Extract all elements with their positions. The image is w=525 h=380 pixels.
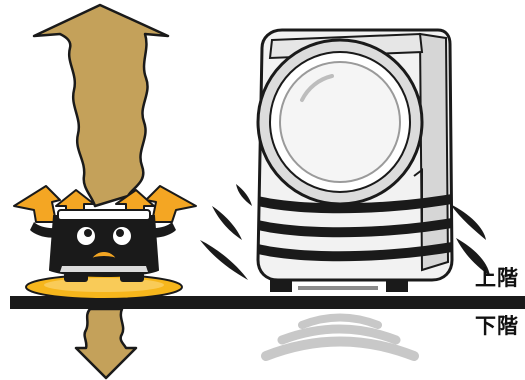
- lower-floor-label: 下階: [475, 316, 519, 337]
- upper-floor-label: 上階: [475, 268, 519, 289]
- wavy-up-arrow-icon: [34, 5, 168, 206]
- sound-wave-icon: [266, 318, 414, 357]
- wavy-down-arrow-icon: [76, 309, 136, 378]
- washing-machine-icon: [258, 30, 452, 292]
- vibration-swoosh-left: [200, 184, 252, 280]
- damping-pad: [26, 275, 182, 299]
